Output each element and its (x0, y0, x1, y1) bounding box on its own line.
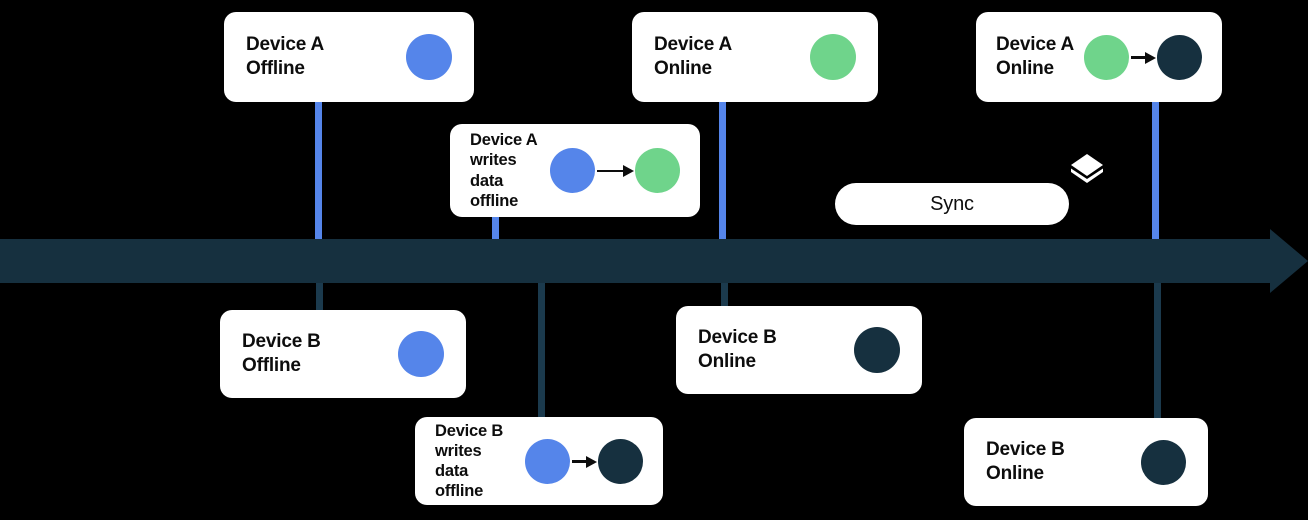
card-device-b-offline-visual (398, 331, 444, 377)
sync-label: Sync (930, 192, 974, 215)
card-device-a-writes-label: Device A writes data offline (470, 131, 538, 210)
card-device-b-online[interactable]: Device B Online (676, 306, 922, 394)
card-device-a-online-synced[interactable]: Device A Online (976, 12, 1222, 102)
connector-device-b-online (721, 281, 728, 309)
connector-device-a-online-synced (1152, 99, 1159, 241)
card-device-b-online-synced-label: Device B Online (986, 439, 1065, 484)
connector-device-a-online (719, 99, 726, 241)
card-device-a-offline-visual (406, 34, 452, 80)
card-device-b-writes-data-offline[interactable]: Device B writes data offline (415, 417, 663, 505)
status-dot-green (635, 148, 680, 193)
card-device-b-online-visual (854, 327, 900, 373)
connector-device-b-writes (538, 281, 545, 421)
status-dot-navy (1141, 439, 1186, 485)
card-device-a-online-synced-visual (1084, 34, 1202, 80)
status-dot-blue (406, 34, 452, 80)
card-device-a-offline-label: Device A Offline (246, 34, 324, 79)
card-device-a-offline[interactable]: Device A Offline (224, 12, 474, 102)
card-device-a-online-synced-label: Device A Online (996, 34, 1074, 79)
connector-device-a-offline (315, 99, 322, 241)
timeline-bar (0, 239, 1272, 283)
card-device-a-online-visual (810, 34, 856, 80)
layers-icon (1070, 152, 1104, 188)
card-device-b-online-synced-visual (1141, 439, 1186, 485)
card-device-b-writes-label: Device B writes data offline (435, 421, 504, 501)
status-dot-green (1084, 34, 1129, 80)
status-dot-navy (1157, 34, 1202, 80)
card-device-b-online-label: Device B Online (698, 327, 777, 372)
card-device-a-writes-visual (550, 148, 680, 193)
status-dot-blue (398, 331, 444, 377)
card-device-b-offline-label: Device B Offline (242, 331, 321, 376)
card-device-a-online[interactable]: Device A Online (632, 12, 878, 102)
card-device-b-offline[interactable]: Device B Offline (220, 310, 466, 398)
status-dot-navy (598, 438, 643, 484)
arrow-right-icon (570, 454, 598, 468)
timeline-arrowhead-icon (1270, 229, 1308, 293)
card-device-b-online-synced[interactable]: Device B Online (964, 418, 1208, 506)
arrow-right-icon (595, 164, 635, 178)
connector-device-b-online-synced (1154, 281, 1161, 422)
card-device-b-writes-visual (525, 438, 643, 484)
status-dot-blue (550, 148, 595, 193)
status-dot-navy (854, 327, 900, 373)
arrow-right-icon (1129, 50, 1157, 64)
card-device-a-writes-data-offline[interactable]: Device A writes data offline (450, 124, 700, 217)
card-device-a-online-label: Device A Online (654, 34, 732, 79)
connector-device-b-offline (316, 281, 323, 313)
status-dot-green (810, 34, 856, 80)
connector-device-a-writes (492, 215, 499, 241)
sync-pill[interactable]: Sync (835, 183, 1069, 225)
status-dot-blue (525, 438, 570, 484)
